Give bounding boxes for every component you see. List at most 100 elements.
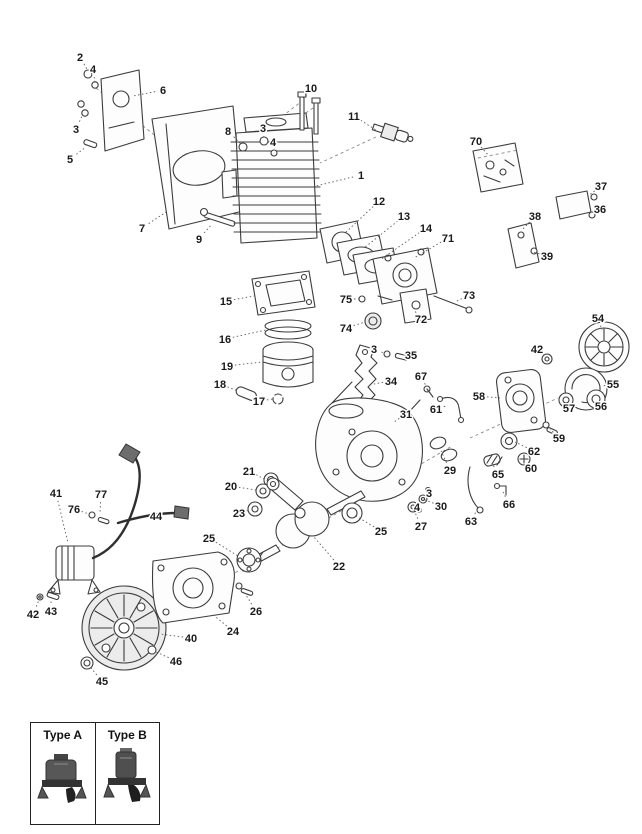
part-label-67: 67: [415, 371, 427, 383]
leader-line: [491, 462, 495, 468]
part-label-54: 54: [592, 313, 605, 325]
leader-line: [57, 500, 69, 544]
flywheel: [81, 585, 167, 671]
part-label-63: 63: [465, 516, 477, 528]
muffler-screws: [77, 69, 99, 149]
leader-line: [363, 220, 399, 249]
part-label-3: 3: [426, 488, 432, 500]
leader-line: [76, 146, 87, 155]
piston: [262, 341, 314, 388]
leader-line: [587, 190, 595, 197]
piston-rings: [264, 319, 312, 340]
part-label-17: 17: [253, 396, 265, 408]
part-label-66: 66: [503, 499, 515, 511]
leader-line: [360, 119, 377, 131]
part-label-74: 74: [340, 323, 353, 335]
leader-line: [424, 499, 434, 504]
type-b-coil-icon: [103, 748, 151, 802]
spark-plug: [371, 122, 414, 143]
part-label-3: 3: [371, 344, 377, 356]
pin-clip: [272, 393, 284, 405]
part-label-46: 46: [170, 656, 182, 668]
part-label-8: 8: [225, 126, 231, 138]
throttle-rod: [433, 295, 473, 314]
part-label-43: 43: [45, 606, 57, 618]
part-label-4: 4: [90, 64, 97, 76]
clutch-washer: [541, 353, 553, 365]
leader-line: [502, 491, 506, 498]
carburetor-bracket: [399, 288, 432, 324]
leader-line: [549, 428, 554, 433]
part-label-3: 3: [73, 124, 79, 136]
leader-line: [233, 295, 255, 301]
leader-line: [211, 613, 228, 627]
part-label-65: 65: [492, 469, 504, 481]
crankcase-assembly: [315, 381, 423, 502]
leader-line: [227, 386, 239, 392]
leader-line: [443, 405, 447, 408]
part-label-35: 35: [405, 350, 417, 362]
part-label-75: 75: [340, 294, 352, 306]
leader-line: [315, 176, 354, 187]
part-label-34: 34: [385, 376, 398, 388]
oil-pump-plate: [495, 369, 547, 433]
part-label-73: 73: [463, 290, 475, 302]
part-label-12: 12: [373, 196, 385, 208]
part-label-4: 4: [414, 502, 421, 514]
leader-line: [203, 223, 213, 234]
part-label-40: 40: [185, 633, 197, 645]
leader-line: [588, 211, 593, 214]
cylinder: [221, 91, 322, 244]
part-label-13: 13: [398, 211, 410, 223]
part-label-59: 59: [553, 433, 565, 445]
spark-plug-wire: [91, 443, 190, 560]
legend-type-a: Type A: [31, 723, 95, 824]
leader-line: [93, 76, 96, 83]
leader-line: [302, 93, 307, 99]
part-label-9: 9: [196, 234, 202, 246]
part-label-70: 70: [470, 136, 482, 148]
part-label-6: 6: [160, 85, 166, 97]
type-a-coil-icon: [37, 754, 87, 803]
leader-line: [542, 353, 546, 357]
part-label-42: 42: [531, 344, 543, 356]
crankcase-screw: [235, 582, 254, 596]
oil-pump-parts: [429, 395, 558, 514]
leader-line: [413, 509, 419, 519]
part-label-45: 45: [96, 676, 108, 688]
primer-screw: [358, 295, 366, 303]
oil-seals: [247, 477, 280, 517]
leader-line: [153, 650, 169, 659]
part-label-30: 30: [435, 501, 447, 513]
ignition-coil: [47, 545, 101, 595]
muffler-bolt: [199, 207, 236, 227]
part-label-2: 2: [77, 52, 83, 64]
part-label-16: 16: [219, 334, 231, 346]
leader-line: [35, 599, 40, 607]
leader-line: [313, 536, 335, 561]
leader-line: [83, 63, 89, 72]
part-label-39: 39: [541, 251, 553, 263]
base-gasket: [251, 270, 316, 316]
part-label-7: 7: [139, 223, 145, 235]
part-label-1: 1: [358, 170, 364, 182]
part-label-31: 31: [400, 409, 412, 421]
legend-type-b-label: Type B: [107, 728, 147, 742]
part-label-60: 60: [525, 463, 537, 475]
bracket-lower: [507, 222, 540, 269]
clutch: [558, 367, 608, 411]
leader-line: [99, 501, 102, 513]
leader-line: [238, 486, 257, 491]
part-label-36: 36: [594, 204, 606, 216]
leader-line: [532, 251, 540, 255]
leader-line: [393, 418, 400, 423]
muffler-assembly: [100, 69, 244, 230]
leader-line: [413, 309, 417, 313]
leader-line: [521, 221, 530, 231]
primer-bulb: [364, 312, 382, 330]
crankcase-half: [151, 551, 235, 624]
part-label-5: 5: [67, 154, 73, 166]
